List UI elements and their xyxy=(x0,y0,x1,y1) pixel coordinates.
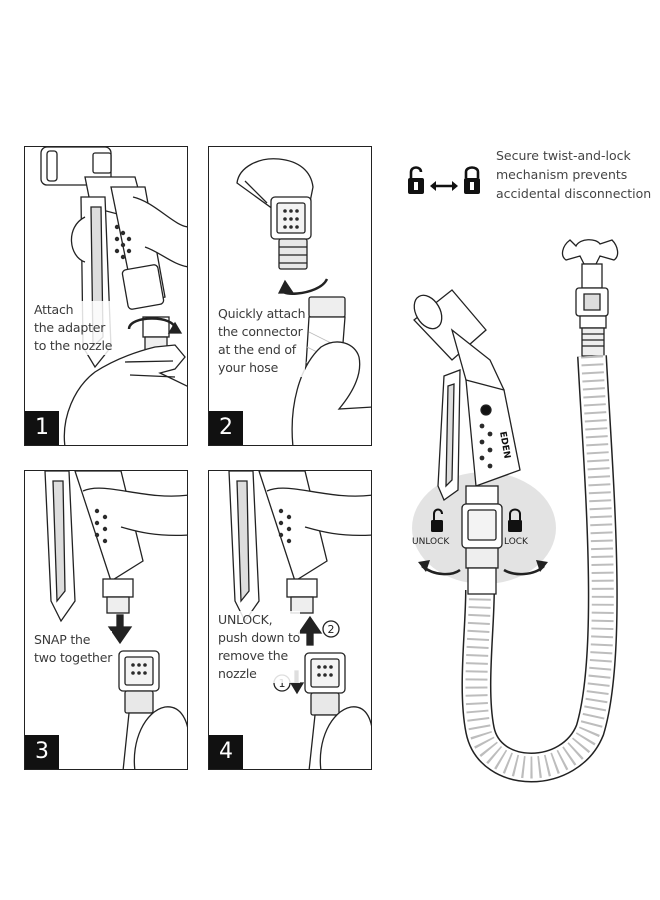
step-number-3: 3 xyxy=(25,735,59,769)
panel-3-caption: SNAP the two together xyxy=(34,631,113,667)
panel-1-caption: Attach the adapter to the nozzle xyxy=(34,301,113,355)
step-panel-3: SNAP the two together 3 xyxy=(24,470,188,770)
step-number-4: 4 xyxy=(209,735,243,769)
lock-label: LOCK xyxy=(504,537,529,547)
panel-2-caption: Quickly attach the connector at the end … xyxy=(218,305,306,377)
nozzle-hose-assembly: EDEN UNLOCK LOCK xyxy=(412,239,619,783)
step2-illustration xyxy=(236,158,371,445)
step3-illustration xyxy=(44,471,187,769)
hero-illustration: EDEN UNLOCK LOCK xyxy=(400,230,650,794)
brand-label: EDEN xyxy=(497,431,512,460)
double-arrow-icon xyxy=(430,181,458,191)
step1-illustration xyxy=(40,147,187,445)
step-number-2: 2 xyxy=(209,411,243,445)
spray-nozzle xyxy=(413,289,521,501)
step-panel-1: Attach the adapter to the nozzle 1 xyxy=(24,146,188,446)
legend-icons xyxy=(408,166,480,194)
lock-open-icon xyxy=(408,166,424,194)
step-number-1: 1 xyxy=(25,411,59,445)
step-1-marker: 1 xyxy=(279,677,286,690)
unlock-label: UNLOCK xyxy=(412,537,450,547)
step4-illustration: 2 1 xyxy=(228,471,371,769)
step-2-marker: 2 xyxy=(328,623,335,636)
quick-connector xyxy=(461,485,503,595)
faucet xyxy=(561,239,619,357)
lock-closed-icon xyxy=(464,166,480,194)
panel-4-caption: UNLOCK, push down to remove the nozzle xyxy=(218,611,301,683)
step-panel-4: 2 1 UNLOCK, push down to remove the nozz… xyxy=(208,470,372,770)
step-panel-2: Quickly attach the connector at the end … xyxy=(208,146,372,446)
lock-legend: Secure twist-and-lock mechanism prevents… xyxy=(406,146,651,206)
legend-description: Secure twist-and-lock mechanism prevents… xyxy=(496,148,652,201)
unlock-icon xyxy=(431,508,443,532)
lock-icon xyxy=(508,508,522,532)
